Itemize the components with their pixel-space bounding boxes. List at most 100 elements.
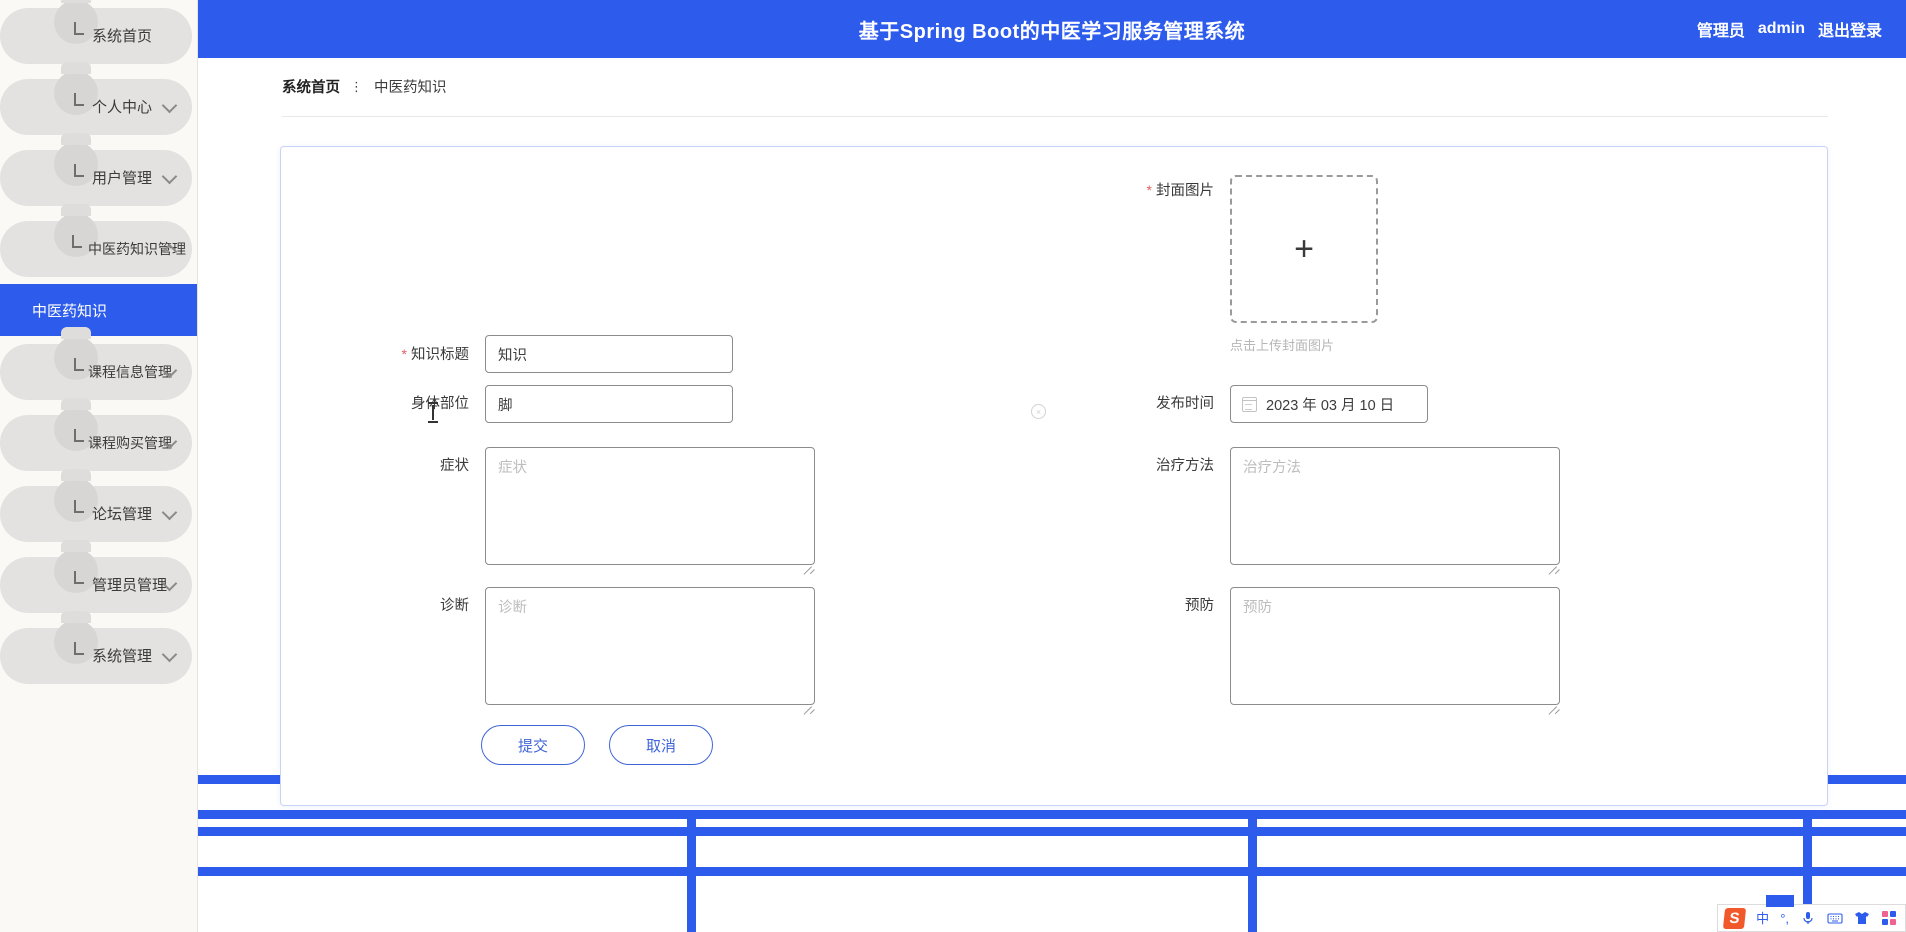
symptom-field-label: 症状 xyxy=(440,458,469,474)
form-row-treatment: 治疗方法 xyxy=(1126,447,1560,570)
corner-bracket-icon xyxy=(74,429,84,442)
username-label: admin xyxy=(1757,20,1805,37)
corner-bracket-icon xyxy=(74,93,84,106)
microphone-icon[interactable] xyxy=(1800,910,1816,926)
treatment-textarea[interactable] xyxy=(1230,447,1560,565)
sidebar-item-label: 中医药知识管理 xyxy=(88,240,186,257)
sidebar-item-label: 系统首页 xyxy=(92,28,153,45)
main-content: 系统首页 ⋮ 中医药知识 *知识标题 身体部位 症状 xyxy=(198,58,1906,932)
form-row-publish-time: 发布时间 2023 年 03 月 10 日 xyxy=(1126,385,1428,423)
skin-icon[interactable] xyxy=(1854,910,1870,926)
prevention-field-label: 预防 xyxy=(1185,598,1214,614)
form-row-symptom: 症状 xyxy=(381,447,815,570)
form-actions: 提交 取消 xyxy=(481,725,713,765)
clear-circle-icon[interactable]: × xyxy=(1031,404,1046,419)
menu-knob-decoration xyxy=(54,398,98,451)
sidebar-item-tcm-knowledge-management[interactable]: 中医药知识管理 xyxy=(0,204,197,284)
diagnosis-field-label: 诊断 xyxy=(440,598,469,614)
sidebar-subitem-label: 中医药知识 xyxy=(32,302,108,320)
sidebar-item-label: 管理员管理 xyxy=(92,577,168,594)
title-field-label: *知识标题 xyxy=(401,346,469,363)
user-role-label: 管理员 xyxy=(1696,23,1745,40)
menu-knob-decoration xyxy=(54,327,98,380)
breadcrumb-separator-icon: ⋮ xyxy=(350,78,364,94)
sidebar-item-label: 课程信息管理 xyxy=(88,363,172,380)
breadcrumb-bar: 系统首页 ⋮ 中医药知识 xyxy=(198,58,1906,117)
diagnosis-textarea[interactable] xyxy=(485,587,815,705)
cancel-button[interactable]: 取消 xyxy=(609,725,713,765)
sidebar-nav: 系统首页 个人中心 用户管理 中医药知识管理 中医药知识 xyxy=(0,0,198,932)
text-cursor-ibeam xyxy=(428,402,438,423)
menu-knob-decoration xyxy=(54,133,98,186)
form-row-prevention: 预防 xyxy=(1126,587,1560,710)
sidebar-item-user-management[interactable]: 用户管理 xyxy=(0,133,197,213)
sidebar-item-label: 系统管理 xyxy=(92,648,153,665)
sidebar-item-course-info-management[interactable]: 课程信息管理 xyxy=(0,327,197,407)
title-input[interactable] xyxy=(485,335,733,373)
cover-image-field-label: *封面图片 xyxy=(1146,182,1214,199)
ime-blue-indicator xyxy=(1766,895,1795,907)
sidebar-item-admin-management[interactable]: 管理员管理 xyxy=(0,540,197,620)
corner-bracket-icon xyxy=(74,358,84,371)
menu-knob-decoration xyxy=(54,0,98,44)
grid-line-horizontal xyxy=(198,810,1906,819)
publish-time-field-label: 发布时间 xyxy=(1156,396,1214,412)
corner-bracket-icon xyxy=(74,22,84,35)
top-header-bar: 基于Spring Boot的中医学习服务管理系统 管理员 admin 退出登录 xyxy=(198,0,1906,58)
treatment-field-label: 治疗方法 xyxy=(1156,458,1214,474)
menu-knob-decoration xyxy=(54,611,98,664)
form-row-title: *知识标题 xyxy=(381,335,733,374)
form-row-body-part: 身体部位 xyxy=(381,385,733,423)
menu-knob-decoration xyxy=(54,540,98,593)
app-title: 基于Spring Boot的中医学习服务管理系统 xyxy=(858,20,1246,43)
ime-language-toggle[interactable]: 中 xyxy=(1756,910,1770,926)
body-part-input[interactable] xyxy=(485,385,733,423)
breadcrumb-divider xyxy=(282,116,1828,117)
sidebar-item-home[interactable]: 系统首页 xyxy=(0,0,197,71)
logout-button[interactable]: 退出登录 xyxy=(1817,23,1882,40)
sidebar-item-label: 论坛管理 xyxy=(92,506,153,523)
sidebar-item-system-management[interactable]: 系统管理 xyxy=(0,611,197,691)
grid-line-horizontal xyxy=(198,867,1906,876)
sidebar-item-label: 个人中心 xyxy=(92,99,153,116)
menu-knob-decoration xyxy=(54,62,98,115)
calendar-icon xyxy=(1242,396,1257,412)
required-marker: * xyxy=(401,346,407,362)
sidebar-item-forum-management[interactable]: 论坛管理 xyxy=(0,469,197,549)
sidebar-item-label: 用户管理 xyxy=(92,170,153,187)
corner-bracket-icon xyxy=(74,164,84,177)
knowledge-form-card: *知识标题 身体部位 症状 诊断 xyxy=(280,146,1828,806)
ime-toolbar: S 中 °, xyxy=(1717,895,1906,932)
breadcrumb-current: 中医药知识 xyxy=(374,80,447,96)
plus-icon: + xyxy=(1294,230,1314,268)
sidebar-item-tcm-knowledge[interactable]: 中医药知识 xyxy=(0,284,197,336)
apps-grid-icon[interactable] xyxy=(1881,910,1897,926)
submit-button[interactable]: 提交 xyxy=(481,725,585,765)
menu-knob-decoration xyxy=(54,204,98,257)
form-row-cover-image: *封面图片 + 点击上传封面图片 xyxy=(1126,175,1378,354)
form-row-diagnosis: 诊断 xyxy=(381,587,815,710)
prevention-textarea[interactable] xyxy=(1230,587,1560,705)
sidebar-item-label: 课程购买管理 xyxy=(88,434,172,451)
sidebar-item-personal-center[interactable]: 个人中心 xyxy=(0,62,197,142)
publish-time-date-picker[interactable]: 2023 年 03 月 10 日 xyxy=(1230,385,1428,423)
header-user-area: 管理员 admin 退出登录 xyxy=(1697,0,1882,58)
publish-time-value: 2023 年 03 月 10 日 xyxy=(1266,397,1395,414)
breadcrumb-home-link[interactable]: 系统首页 xyxy=(282,80,340,96)
corner-bracket-icon xyxy=(74,642,84,655)
cover-image-upload-caption: 点击上传封面图片 xyxy=(1230,338,1335,353)
menu-knob-decoration xyxy=(54,469,98,522)
symptom-textarea[interactable] xyxy=(485,447,815,565)
required-marker: * xyxy=(1146,182,1152,198)
sogou-logo-icon[interactable]: S xyxy=(1723,907,1747,929)
grid-line-horizontal xyxy=(198,827,1906,836)
corner-bracket-icon xyxy=(74,571,84,584)
cover-image-upload-box[interactable]: + xyxy=(1230,175,1378,323)
ime-punctuation-toggle[interactable]: °, xyxy=(1780,910,1789,926)
corner-bracket-icon xyxy=(74,500,84,513)
keyboard-icon[interactable] xyxy=(1827,910,1843,926)
sidebar-item-course-purchase-management[interactable]: 课程购买管理 xyxy=(0,398,197,478)
body-part-field-label: 身体部位 xyxy=(411,396,469,412)
breadcrumb: 系统首页 ⋮ 中医药知识 xyxy=(282,76,447,97)
